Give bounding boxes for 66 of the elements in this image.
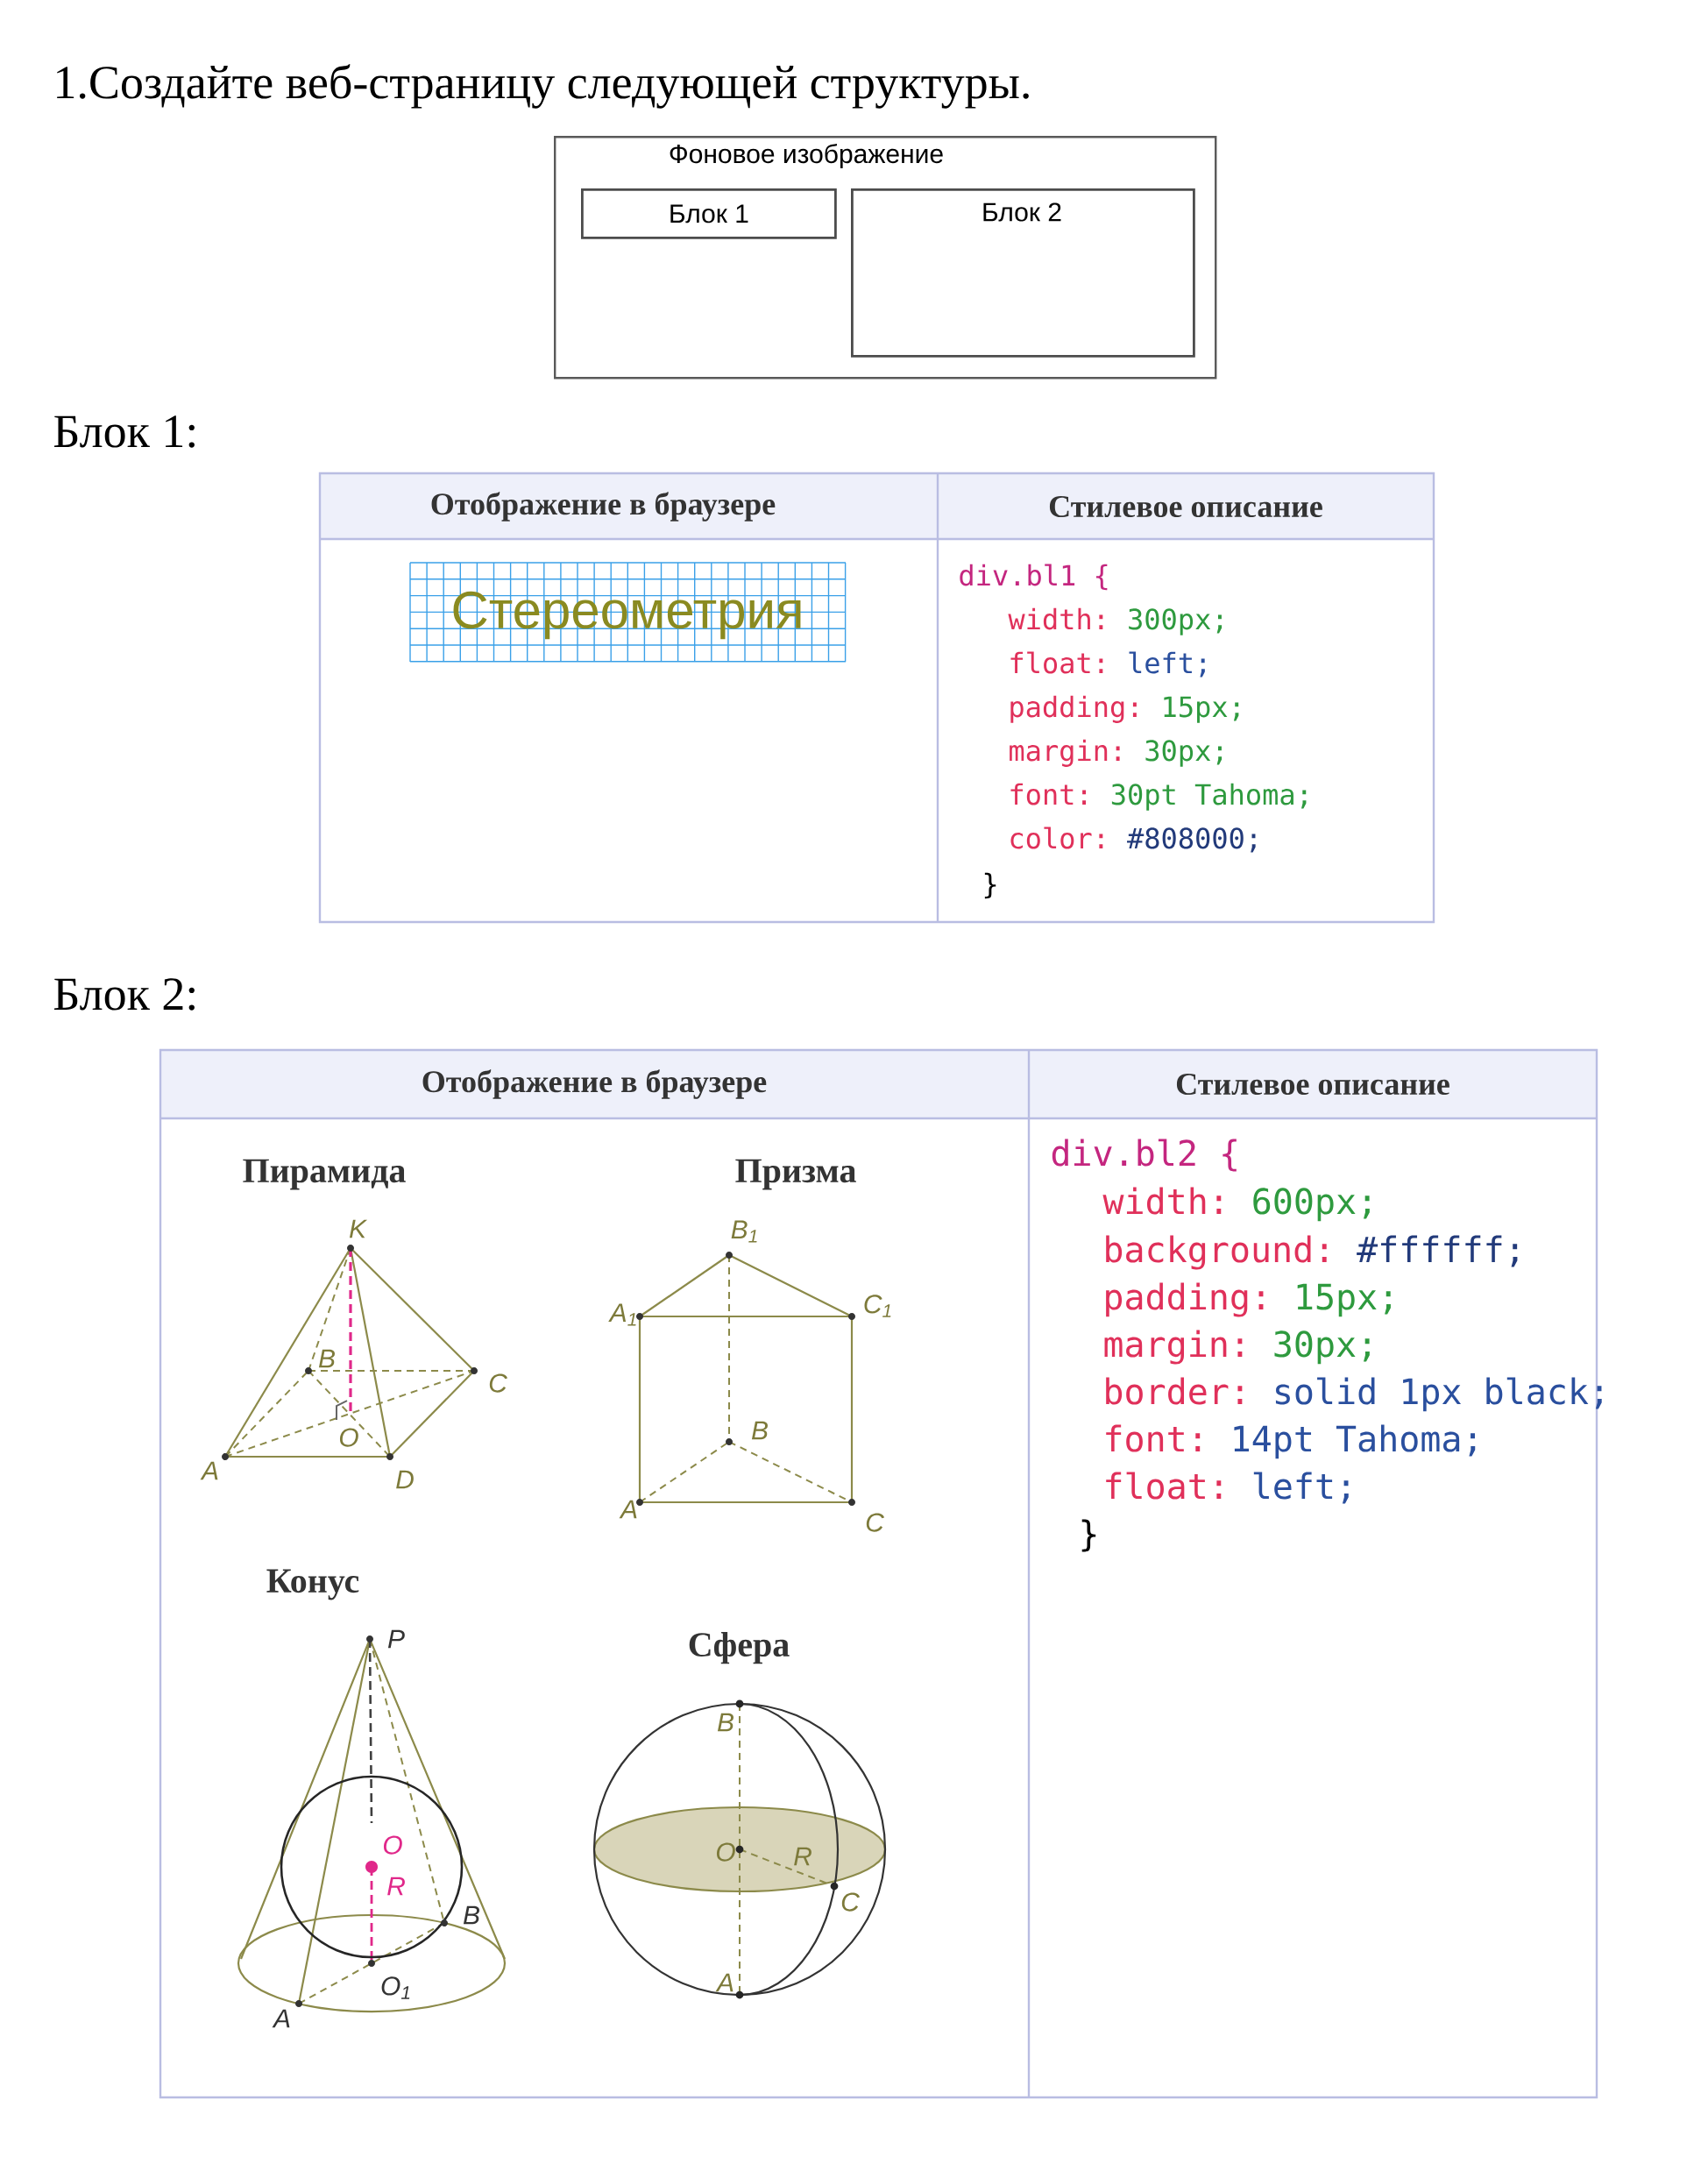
code-token: 15px;	[1164, 696, 1239, 723]
point-label: R	[387, 1877, 405, 1896]
point-label: K	[349, 1219, 368, 1238]
point-label: O	[339, 1428, 358, 1447]
code-token: 30pt Tahoma;	[1111, 783, 1307, 811]
code-token: margin:	[1104, 1330, 1243, 1365]
code-token: border:	[1106, 1377, 1243, 1405]
point-label: B	[717, 1713, 734, 1732]
code-token: padding:	[1010, 695, 1137, 723]
point-label: O	[716, 1842, 735, 1862]
code-token: left;	[1129, 651, 1205, 678]
section-heading: Блок 1:	[53, 415, 195, 448]
page-title: 1.Создайте веб-страницу следующей структуры.	[57, 64, 1029, 109]
point-label: A	[272, 2009, 290, 2028]
code-token: 30px;	[1274, 1330, 1370, 1365]
point-label: O$_{1}$	[381, 1976, 410, 1999]
code-token: div.bl1 {	[960, 564, 1108, 591]
point-label: B$_{1}$	[731, 1220, 757, 1243]
table-header: Стилевое описание	[1049, 495, 1322, 518]
layout-box: Блок 2	[851, 188, 1195, 358]
code-token: padding:	[1106, 1282, 1264, 1317]
point-label: C	[841, 1892, 860, 1912]
point-label: D	[396, 1470, 414, 1489]
point-label: C	[866, 1513, 884, 1532]
figure-title: Призма	[735, 1159, 856, 1190]
code-token: font:	[1106, 1424, 1201, 1452]
section-heading: Блок 2:	[53, 978, 195, 1011]
point-label: R	[794, 1847, 811, 1866]
code-brace: }	[1081, 1519, 1096, 1552]
figure-title: Конус	[266, 1569, 359, 1600]
code-token: width:	[1008, 607, 1103, 630]
code-token: background:	[1106, 1235, 1327, 1270]
table-header: Отображение в браузере	[431, 492, 776, 521]
point-label: B	[751, 1421, 768, 1440]
figure-title: Сфера	[689, 1631, 790, 1664]
layout-box: Блок 1	[581, 188, 837, 239]
code-token: 14pt Tahoma;	[1234, 1424, 1476, 1459]
code-token: color:	[1010, 827, 1103, 849]
point-label: A$_{1}$	[608, 1303, 636, 1326]
code-token: solid 1px black;	[1275, 1377, 1602, 1412]
code-token: #808000;	[1127, 827, 1256, 853]
point-label: B	[463, 1905, 479, 1925]
point-label: A	[619, 1500, 637, 1519]
code-token: div.bl2 {	[1052, 1139, 1237, 1172]
code-token: 600px;	[1253, 1188, 1370, 1222]
code-token: width:	[1102, 1187, 1222, 1215]
code-brace: }	[984, 872, 996, 899]
code-token: #ffffff;	[1357, 1235, 1518, 1267]
point-label: O	[383, 1835, 402, 1855]
point-label: C$_{1}$	[864, 1295, 891, 1317]
code-token: float:	[1106, 1472, 1222, 1500]
point-label: P	[387, 1629, 405, 1649]
figure-title: Пирамида	[243, 1159, 406, 1190]
code-token: left;	[1253, 1472, 1349, 1504]
code-token: float:	[1010, 651, 1103, 674]
point-label: B	[318, 1349, 335, 1368]
table-header: Стилевое описание	[1176, 1073, 1449, 1096]
point-label: A	[200, 1461, 218, 1480]
point-label: A	[715, 1973, 734, 1992]
code-token: font:	[1010, 783, 1087, 805]
code-token: margin:	[1010, 739, 1120, 767]
point-label: C	[489, 1373, 507, 1393]
code-token: 30px;	[1145, 740, 1223, 767]
table-header: Отображение в браузере	[422, 1069, 767, 1099]
code-token: 300px;	[1129, 608, 1223, 635]
code-token: 15px;	[1297, 1283, 1391, 1317]
